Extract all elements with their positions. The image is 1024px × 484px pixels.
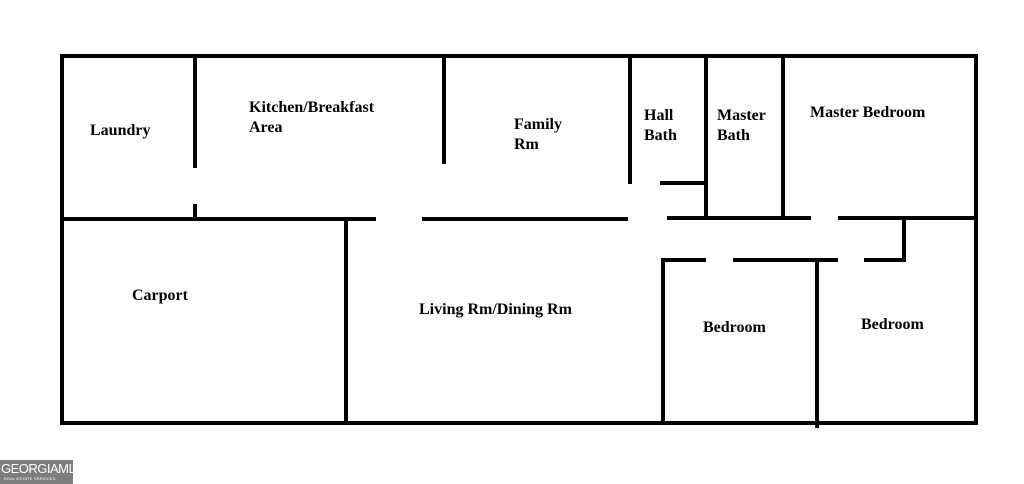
wall-hallbath-masterbath [704, 56, 708, 220]
wall-mid-kitchen [422, 217, 446, 221]
wall-mid-family [442, 217, 628, 221]
label-hall-bath-line2: Bath [644, 127, 677, 144]
wall-hallbath-bottom [660, 181, 706, 185]
label-kitchen-line2: Area [249, 119, 283, 136]
label-bedroom-b-text: Bedroom [861, 316, 924, 333]
wall-kitchen-family [442, 56, 446, 164]
label-carport: Carport [132, 286, 188, 306]
label-master-bedroom-text: Master Bedroom [810, 104, 926, 121]
georgiamls-watermark-logo: GEORGIAMLS REAL ESTATE SERVICES [0, 460, 73, 484]
outer-wall-bottom [60, 421, 978, 425]
wall-mid-left [60, 217, 376, 221]
label-living-dining-text: Living Rm/Dining Rm [419, 301, 572, 318]
label-family-line2: Rm [514, 136, 539, 153]
label-kitchen: Kitchen/Breakfast Area [249, 98, 374, 138]
wall-masterbath-masterbedroom [781, 56, 785, 220]
label-master-bath-line2: Bath [717, 127, 750, 144]
label-carport-text: Carport [132, 287, 188, 304]
label-family-line1: Family [514, 116, 562, 133]
outer-wall-right [974, 54, 978, 425]
label-laundry-text: Laundry [90, 122, 151, 139]
wall-bedroom-a-bedroom-b [815, 258, 819, 428]
label-kitchen-line1: Kitchen/Breakfast [249, 99, 375, 116]
wall-bedroom-a-top-left [662, 258, 706, 262]
wall-living-bedroom-a [661, 258, 665, 423]
watermark-main-text: GEORGIAMLS [1, 461, 73, 476]
watermark-sub-text: REAL ESTATE SERVICES [4, 476, 56, 481]
wall-bedroom-a-top-right [733, 258, 838, 262]
label-master-bedroom: Master Bedroom [810, 103, 925, 123]
label-hall-bath: Hall Bath [644, 106, 677, 146]
wall-bedroom-b-top [864, 258, 906, 262]
label-hall-bath-line1: Hall [644, 107, 674, 124]
label-laundry: Laundry [90, 121, 150, 141]
wall-laundry-kitchen-stub [193, 204, 197, 220]
wall-carport-living [344, 217, 348, 423]
label-bedroom-a-text: Bedroom [703, 319, 766, 336]
wall-mid-right [838, 216, 978, 220]
wall-mid-bath [667, 216, 811, 220]
label-living-dining: Living Rm/Dining Rm [419, 300, 572, 320]
label-master-bath: Master Bath [717, 106, 766, 146]
label-bedroom-b: Bedroom [861, 315, 924, 335]
label-family: Family Rm [514, 115, 562, 155]
outer-wall-left [60, 54, 64, 425]
wall-family-hallbath [628, 56, 632, 184]
wall-bedroom-b-closet [902, 218, 906, 262]
outer-wall-top [60, 54, 978, 58]
label-master-bath-line1: Master [717, 107, 766, 124]
wall-laundry-kitchen [193, 56, 197, 168]
label-bedroom-a: Bedroom [703, 318, 766, 338]
